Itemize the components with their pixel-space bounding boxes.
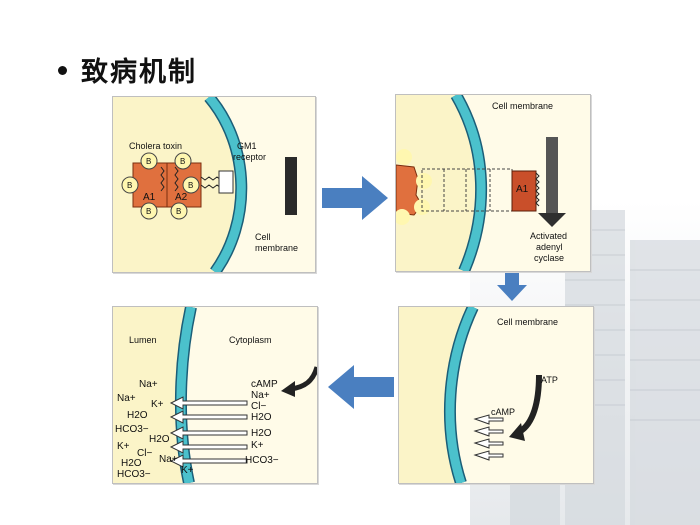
cytoplasm-ion: Na+: [251, 390, 270, 401]
cell-membrane-label-line2: membrane: [255, 243, 299, 253]
panel-toxin-binding-drawing: [121, 97, 315, 272]
cytoplasm-label: Cytoplasm: [229, 335, 272, 345]
cytoplasm-ion: H2O: [251, 412, 272, 423]
panel-toxin-binding: Cholera toxin GM1 receptor Cell membrane…: [112, 96, 316, 273]
panel-camp-production-drawing: [443, 307, 593, 483]
panel-ion-secretion: Lumen Cytoplasm Na+ Na+ K+ H2O HCO3− H2O…: [112, 306, 318, 484]
lumen-ion: Na+: [117, 393, 136, 404]
lumen-ion: K+: [151, 399, 164, 410]
cytoplasm-ion: cAMP: [251, 379, 278, 390]
lumen-ion: K+: [181, 465, 194, 476]
panel-camp-production: Cell membrane ATP cAMP: [398, 306, 594, 484]
camp-label: cAMP: [491, 407, 516, 417]
gm1-receptor-label-line1: GM1: [237, 141, 257, 151]
a2-subunit-label: A2: [175, 192, 188, 203]
cell-membrane-label-line1: Cell: [255, 232, 271, 242]
slide-title: 致病机制: [58, 50, 197, 89]
cytoplasm-ion: HCO3−: [245, 455, 279, 466]
panel-adenyl-cyclase: Cell membrane A1 Activated adenyl cyclas…: [395, 94, 591, 272]
lumen-ion: Na+: [139, 379, 158, 390]
a1-fragment-label: A1: [516, 184, 529, 195]
cytoplasm-ion: K+: [251, 440, 264, 451]
a1-subunit-label: A1: [143, 192, 156, 203]
b-subunit-label: B: [146, 207, 152, 216]
flow-arrow-left: [328, 365, 394, 409]
panel-adenyl-cyclase-drawing: [396, 95, 590, 271]
lumen-ion: K+: [117, 441, 130, 452]
cytoplasm-ion: Cl−: [251, 401, 267, 412]
lumen-ion: HCO3−: [117, 469, 151, 480]
lumen-ion: Cl−: [137, 448, 153, 459]
lumen-ion: HCO3−: [115, 424, 149, 435]
cytoplasm-ion: H2O: [251, 428, 272, 439]
atp-label: ATP: [541, 375, 558, 385]
adenyl-cyclase-label-line1: Activated: [530, 231, 568, 241]
cholera-toxin-label: Cholera toxin: [129, 141, 183, 151]
flow-arrow-down: [497, 273, 527, 301]
adenyl-cyclase-label-line2: adenyl: [536, 242, 563, 252]
cell-membrane-label: Cell membrane: [492, 101, 554, 111]
b-subunit-label: B: [176, 207, 182, 216]
gm1-receptor-label-line2: receptor: [233, 152, 267, 162]
lumen-ion: H2O: [127, 410, 148, 421]
panel-ion-secretion-drawing: [169, 307, 317, 483]
bullet-icon: [58, 66, 67, 75]
cell-membrane-label: Cell membrane: [497, 317, 559, 327]
b-subunit-label: B: [188, 181, 194, 190]
b-subunit-label: B: [180, 157, 186, 166]
flow-arrow-right: [322, 176, 388, 220]
b-subunit-label: B: [146, 157, 152, 166]
adenyl-cyclase-label-line3: cyclase: [534, 253, 565, 263]
lumen-ion: H2O: [121, 458, 142, 469]
lumen-label: Lumen: [129, 335, 157, 345]
lumen-ion: H2O: [149, 434, 170, 445]
slide-title-text: 致病机制: [81, 57, 197, 88]
b-subunit-label: B: [127, 181, 133, 190]
lumen-ion: Na+: [159, 454, 178, 465]
